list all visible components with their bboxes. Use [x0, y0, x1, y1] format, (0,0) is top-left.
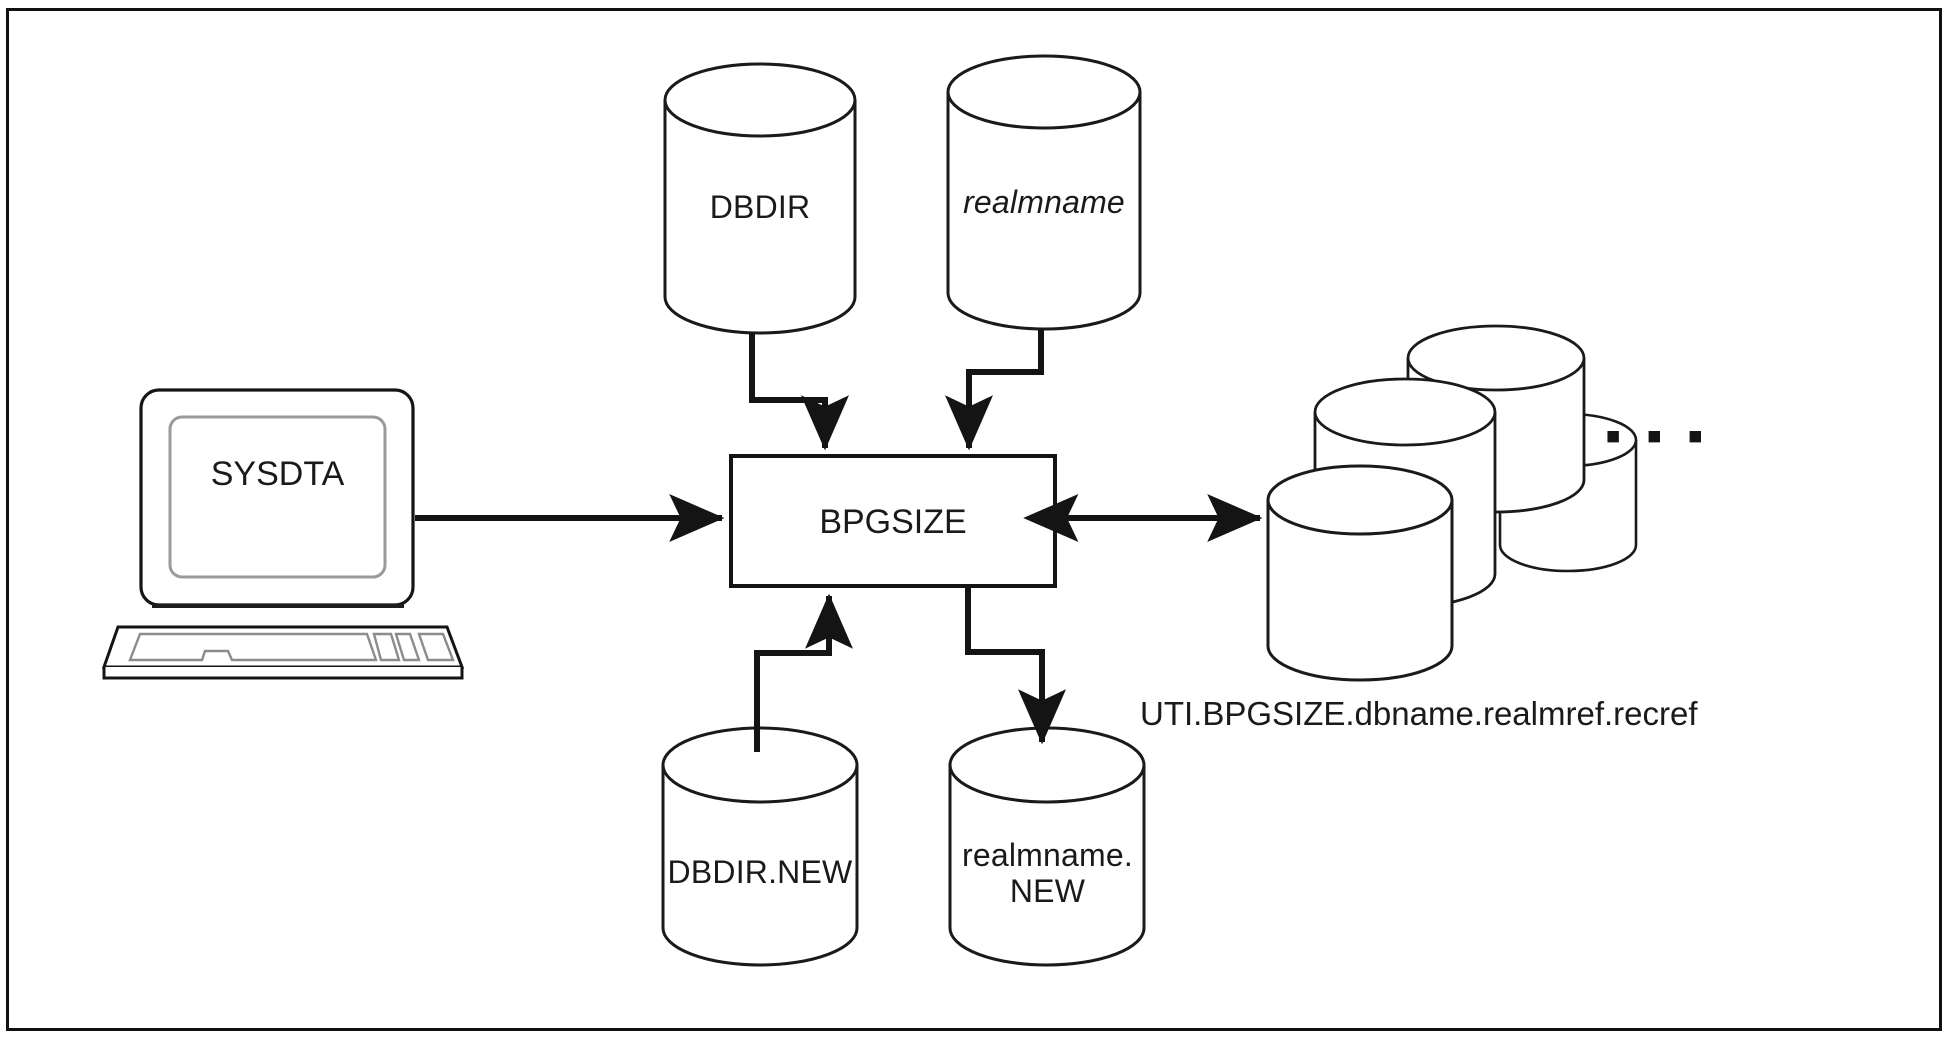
cylinder-dbdir-new — [661, 726, 859, 967]
cylinder-label-realmname: realmname — [963, 184, 1125, 220]
arrow-bpgsize-to-realmname-new — [965, 588, 1066, 745]
database-stack-label-suffix: dbname.realmref.recref — [1354, 695, 1698, 732]
computer-terminal-icon — [101, 388, 465, 680]
cylinder-realmname-new — [948, 726, 1146, 967]
cylinder-realmname — [946, 54, 1142, 331]
cylinder-label-dbdir-new: DBDIR.NEW — [667, 854, 853, 890]
cylinder-label-realmname-new-line2: NEW — [1009, 872, 1086, 909]
process-box-bpgsize — [729, 454, 1057, 588]
cylinder-stack-front — [1266, 464, 1454, 682]
terminal-screen-label: SYSDTA — [210, 455, 345, 493]
cylinder-dbdir — [663, 62, 857, 335]
database-stack-label: UTI.BPGSIZE.dbname.realmref.recref — [1140, 695, 1880, 733]
database-stack-label-prefix: UTI.BPGSIZE. — [1140, 695, 1355, 732]
cylinder-label-dbdir: DBDIR — [709, 189, 811, 225]
process-label-bpgsize: BPGSIZE — [819, 503, 967, 541]
cylinder-label-realmname-new: realmname. NEW — [945, 837, 1150, 910]
cylinder-label-realmname-new-line1: realmname. — [962, 837, 1133, 873]
arrow-realmname-to-bpgsize — [944, 329, 1044, 451]
arrow-dbdir-new-to-bpgsize — [754, 593, 854, 752]
arrow-dbdir-to-bpgsize — [749, 333, 849, 451]
database-stack-ellipsis: ▪ ▪ ▪ — [1605, 409, 1710, 461]
